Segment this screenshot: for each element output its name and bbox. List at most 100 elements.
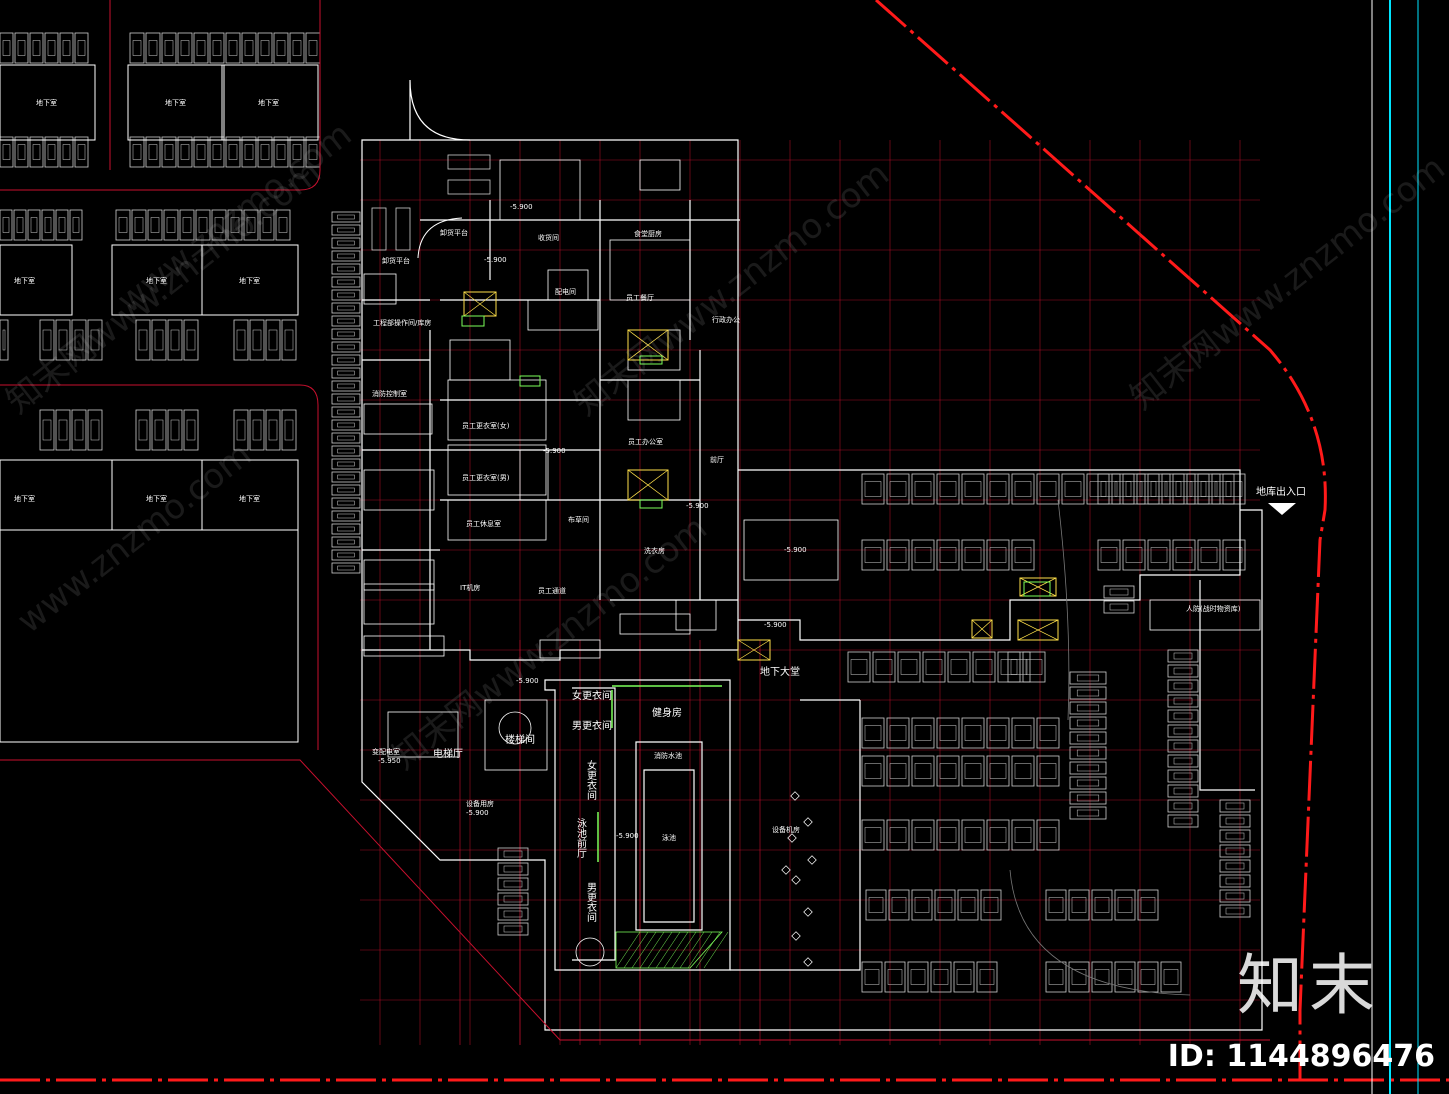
room-box [363, 469, 435, 511]
wall-line [730, 700, 861, 971]
parking-stall [331, 315, 361, 327]
parking-stall [87, 409, 103, 451]
car-symbol [30, 217, 38, 233]
parking-stall [1091, 961, 1113, 993]
car-symbol [914, 725, 932, 741]
parking-stall [861, 473, 885, 505]
basement-block [201, 244, 299, 316]
car-symbol [58, 217, 66, 233]
column-marker [791, 875, 801, 885]
parking-stall [183, 409, 199, 451]
parking-stall [497, 922, 529, 936]
parking-stall [1069, 791, 1107, 805]
room-label: 设备用房 [466, 799, 494, 808]
parking-stall [1011, 717, 1035, 749]
car-symbol [914, 481, 932, 497]
car-symbol [337, 253, 355, 259]
car-symbol [925, 659, 943, 675]
basement-block [127, 64, 225, 141]
car-symbol [170, 329, 180, 351]
parking-stall [1036, 755, 1060, 787]
ramp-curve [1057, 499, 1070, 721]
car-symbol [1125, 547, 1143, 563]
room-label: 设备机房 [772, 825, 800, 834]
elevator-box [627, 329, 669, 361]
car-symbol [186, 329, 196, 351]
car-symbol [337, 292, 355, 298]
car-symbol [1000, 659, 1018, 675]
car-symbol [276, 144, 286, 160]
room-box [627, 379, 681, 421]
car-symbol [960, 897, 976, 913]
parking-stall [41, 209, 55, 241]
car-symbol [252, 419, 262, 441]
car-symbol [889, 763, 907, 779]
car-symbol [47, 144, 56, 160]
parking-stall [0, 136, 14, 168]
parking-stall [1069, 701, 1107, 715]
parking-stall [151, 409, 167, 451]
parking-stall [1147, 539, 1171, 571]
room-box [363, 635, 445, 657]
parking-stall [225, 136, 241, 168]
parking-stall [1114, 961, 1136, 993]
parking-stall [911, 755, 935, 787]
parking-stall [331, 328, 361, 340]
car-symbol [1140, 897, 1156, 913]
truck-symbol [371, 207, 387, 251]
car-symbol [268, 329, 278, 351]
parking-stall [167, 319, 183, 361]
room-label: 变配电室 [372, 747, 400, 756]
room-label: 泳池 [662, 833, 676, 842]
car-symbol [1173, 742, 1193, 750]
car-symbol [337, 214, 355, 220]
car-symbol [1173, 802, 1193, 810]
car-symbol [74, 329, 84, 351]
car-symbol [964, 547, 982, 563]
parking-stall [331, 432, 361, 444]
parking-stall [497, 862, 529, 876]
truck-symbol [395, 207, 411, 251]
room-label: 行政办公 [712, 315, 740, 324]
car-symbol [1071, 897, 1087, 913]
parking-stall [1069, 716, 1107, 730]
parking-stall [907, 961, 929, 993]
hatch-line [631, 931, 657, 969]
car-symbol [864, 969, 880, 985]
parking-stall [249, 409, 265, 451]
elevation-mark: -5.900 [510, 203, 533, 211]
parking-stall [29, 136, 44, 168]
parking-stall [1069, 731, 1107, 745]
parking-stall [265, 319, 281, 361]
car-symbol [1173, 667, 1193, 675]
parking-stall [1045, 889, 1067, 921]
car-symbol [1094, 969, 1110, 985]
car-symbol [1173, 772, 1193, 780]
parking-stall [39, 409, 55, 451]
car-symbol [47, 40, 56, 56]
parking-stall [888, 889, 910, 921]
car-symbol [337, 357, 355, 363]
car-symbol [889, 827, 907, 843]
basement-label: 地下室 [14, 494, 35, 503]
car-symbol [1039, 725, 1057, 741]
road-edge [0, 759, 1270, 1041]
car-symbol [864, 481, 882, 497]
parking-stall [0, 209, 13, 241]
parking-stall [1167, 799, 1199, 813]
car-symbol [939, 725, 957, 741]
car-symbol [337, 279, 355, 285]
parking-stall [145, 32, 161, 64]
car-symbol [1175, 547, 1193, 563]
parking-stall [0, 32, 14, 64]
parking-stall [1103, 585, 1135, 599]
parking-stall [331, 562, 361, 574]
car-symbol [914, 897, 930, 913]
room-label: 员工休息室 [466, 519, 501, 528]
car-symbol [964, 827, 982, 843]
car-symbol [1225, 547, 1243, 563]
parking-stall [55, 409, 71, 451]
parking-stall [886, 539, 910, 571]
parking-stall [1167, 769, 1199, 783]
